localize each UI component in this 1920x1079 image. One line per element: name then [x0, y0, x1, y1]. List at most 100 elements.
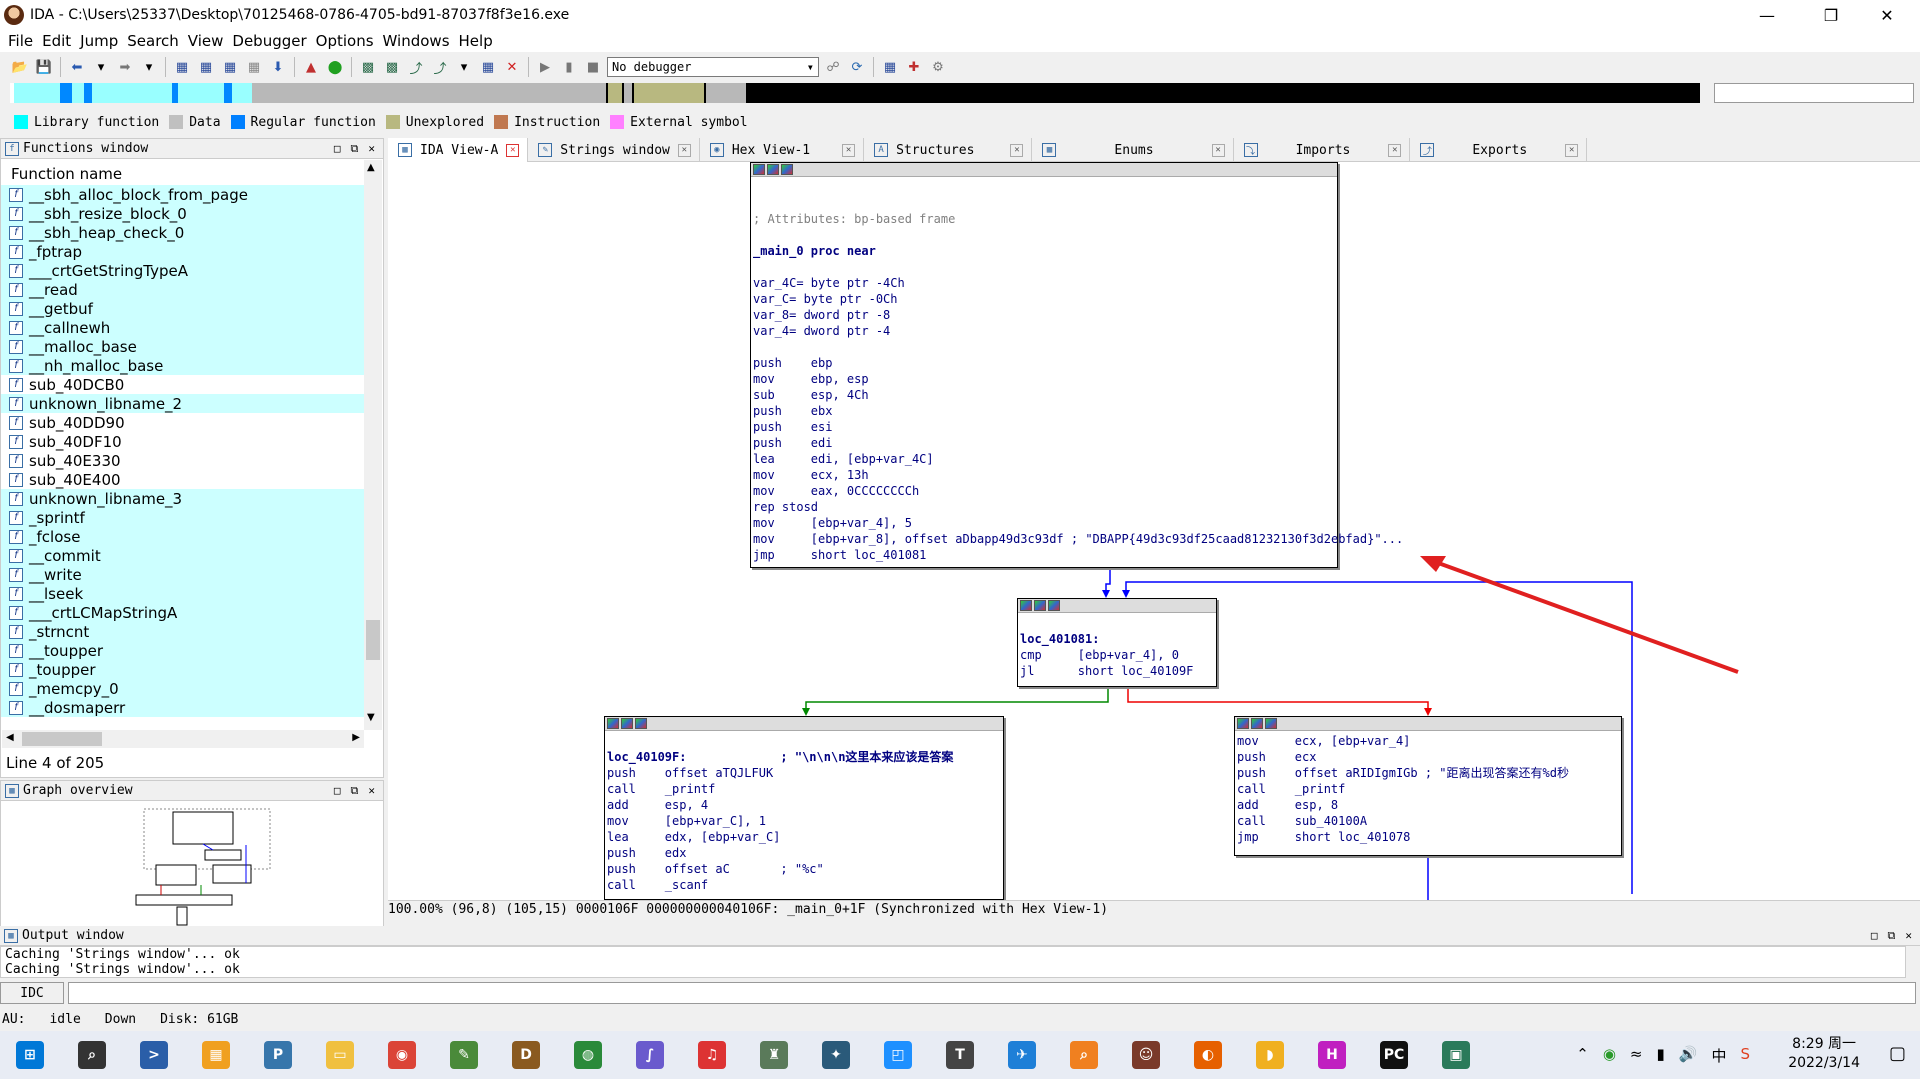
network-app-icon[interactable]: ◉: [1602, 1045, 1616, 1063]
tab-imports[interactable]: ⤵Imports✕: [1234, 138, 1411, 162]
function-list-item[interactable]: f__malloc_base: [1, 337, 365, 356]
asm-line[interactable]: [607, 733, 1001, 749]
dropdown-arrow-icon[interactable]: ▾: [97, 59, 105, 75]
breakpoint-icon[interactable]: ▦: [883, 59, 897, 75]
search-immediate-icon[interactable]: ▦: [223, 59, 237, 75]
close-icon[interactable]: ✕: [368, 783, 375, 797]
asm-line[interactable]: mov [ebp+var_4], 5: [753, 516, 912, 530]
asm-line[interactable]: [1020, 615, 1214, 631]
tab-ida-view-a[interactable]: ▦IDA View-A✕: [388, 138, 529, 162]
float-icon[interactable]: ⧉: [1887, 928, 1896, 942]
maximize-icon[interactable]: □: [1870, 928, 1878, 942]
ida-icon[interactable]: ☺: [1122, 1031, 1170, 1079]
function-list[interactable]: Function name f__sbh_alloc_block_from_pa…: [1, 163, 365, 863]
function-list-item[interactable]: f_fptrap: [1, 242, 365, 261]
asm-line[interactable]: push offset aTQJLFUK: [607, 766, 774, 780]
tab-enums[interactable]: ▦Enums✕: [1032, 138, 1234, 162]
asm-line[interactable]: lea edi, [ebp+var_4C]: [753, 452, 934, 466]
app-icon[interactable]: ▦: [192, 1031, 240, 1079]
graph-overview-minimap[interactable]: [1, 803, 385, 931]
function-list-item[interactable]: f_toupper: [1, 660, 365, 679]
hex-icon[interactable]: ▦: [481, 59, 495, 75]
chevron-up-icon[interactable]: ⌃: [1576, 1045, 1589, 1063]
idc-button[interactable]: IDC: [0, 982, 64, 1004]
asm-line[interactable]: call _printf: [1237, 782, 1346, 796]
back-icon[interactable]: ⬅: [71, 59, 83, 75]
notifications-icon[interactable]: ▢: [1888, 1043, 1906, 1064]
asm-line[interactable]: sub esp, 4Ch: [753, 388, 869, 402]
pycharm-icon[interactable]: PC: [1370, 1031, 1418, 1079]
battery-icon[interactable]: ▮: [1656, 1045, 1665, 1063]
function-list-item[interactable]: f__nh_malloc_base: [1, 356, 365, 375]
asm-line[interactable]: [753, 195, 1335, 211]
tab-hex-view-1[interactable]: ◉Hex View-1✕: [700, 138, 865, 162]
function-list-item[interactable]: f__sbh_resize_block_0: [1, 204, 365, 223]
wifi-icon[interactable]: ≈: [1629, 1045, 1643, 1063]
close-tab-icon[interactable]: ✕: [506, 143, 520, 157]
windows-start-icon[interactable]: ⊞: [6, 1031, 54, 1079]
function-list-item[interactable]: f__toupper: [1, 641, 365, 660]
function-list-item[interactable]: f_memcpy_0: [1, 679, 365, 698]
asm-line[interactable]: lea edx, [ebp+var_C]: [607, 830, 781, 844]
function-list-hscrollbar[interactable]: ◀ ▶: [2, 730, 364, 748]
file-explorer-icon[interactable]: ▭: [316, 1031, 364, 1079]
app-icon-5[interactable]: ✦: [812, 1031, 860, 1079]
function-list-item[interactable]: f_strncnt: [1, 622, 365, 641]
search-binary-icon[interactable]: ▦: [199, 59, 213, 75]
command-input[interactable]: [68, 982, 1916, 1004]
function-list-item[interactable]: f__write: [1, 565, 365, 584]
asm-line[interactable]: [753, 227, 1335, 243]
hex-editor-icon[interactable]: H: [1308, 1031, 1356, 1079]
asm-line[interactable]: call _scanf: [607, 878, 709, 892]
menu-options[interactable]: Options: [315, 32, 374, 50]
powershell-icon[interactable]: >: [130, 1031, 178, 1079]
python-icon[interactable]: P: [254, 1031, 302, 1079]
asm-line[interactable]: push ebp: [753, 356, 833, 370]
asm-line[interactable]: mov [ebp+var_C], 1: [607, 814, 766, 828]
function-list-item[interactable]: f__commit: [1, 546, 365, 565]
jump-down-icon[interactable]: ⬇: [272, 59, 284, 75]
refresh-icon[interactable]: ⟳: [851, 59, 863, 75]
asm-line[interactable]: mov [ebp+var_8], offset aDbapp49d3c93df …: [753, 532, 1404, 546]
browser-icon[interactable]: ◍: [564, 1031, 612, 1079]
ime-icon[interactable]: 中: [1711, 1047, 1727, 1065]
close-button[interactable]: ✕: [1880, 5, 1894, 25]
minimize-button[interactable]: —: [1759, 5, 1775, 25]
asm-line[interactable]: [753, 259, 1335, 275]
asm-line[interactable]: add esp, 4: [607, 798, 709, 812]
close-tab-icon[interactable]: ✕: [1565, 143, 1579, 157]
open-file-icon[interactable]: 📂: [11, 59, 29, 75]
asm-line[interactable]: push edx: [607, 846, 687, 860]
asm-line[interactable]: push edi: [753, 436, 833, 450]
asm-line[interactable]: [753, 339, 1335, 355]
menu-edit[interactable]: Edit: [42, 32, 72, 50]
asm-line[interactable]: var_4= dword ptr -4: [753, 324, 891, 338]
app-icon-7[interactable]: ✈: [998, 1031, 1046, 1079]
function-list-scrollbar[interactable]: ▲ ▼: [364, 160, 382, 730]
delete-icon[interactable]: ✕: [506, 59, 518, 75]
asm-line[interactable]: _main_0 proc near: [753, 244, 876, 258]
tab-exports[interactable]: ⤴Exports✕: [1410, 138, 1588, 162]
menu-jump[interactable]: Jump: [80, 32, 119, 50]
tab-strings-window[interactable]: ✎Strings window✕: [528, 138, 700, 162]
patch-icon[interactable]: ⤴: [433, 61, 447, 77]
navigation-band[interactable]: [10, 83, 1700, 103]
firefox-icon[interactable]: ◐: [1184, 1031, 1232, 1079]
netease-icon[interactable]: ♫: [688, 1031, 736, 1079]
asm-line[interactable]: push esi: [753, 420, 833, 434]
column-header-function-name[interactable]: Function name: [11, 165, 123, 183]
asm-line[interactable]: jl short loc_40109F: [1020, 664, 1194, 678]
maximize-icon[interactable]: □: [333, 141, 341, 155]
app-icon-9[interactable]: ▣: [1432, 1031, 1480, 1079]
close-icon[interactable]: ✕: [368, 141, 375, 155]
function-list-item[interactable]: f___crtLCMapStringA: [1, 603, 365, 622]
function-list-item[interactable]: f__lseek: [1, 584, 365, 603]
enum-icon[interactable]: ▩: [385, 59, 399, 75]
attach-icon[interactable]: ☍: [826, 59, 840, 75]
struct-icon[interactable]: ▩: [361, 59, 375, 75]
